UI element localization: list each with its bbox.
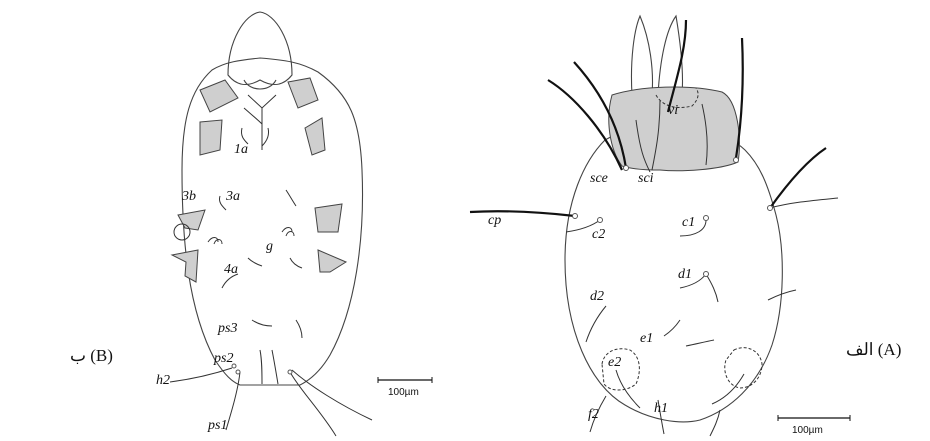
b-coxa-4-right xyxy=(318,250,346,272)
b-label-h2: h2 xyxy=(156,373,170,388)
a-label-e1: e1 xyxy=(640,331,653,346)
b-label-3a: 3a xyxy=(225,189,240,204)
a-label-d2: d2 xyxy=(590,289,604,304)
caption-left: ب (B) xyxy=(70,346,113,366)
a-label-sci: sci xyxy=(638,171,654,186)
a-prodorsal-shield xyxy=(609,87,740,171)
b-label-ps1: ps1 xyxy=(207,418,227,433)
b-label-ps3: ps3 xyxy=(217,321,237,336)
a-label-c1: c1 xyxy=(682,215,695,230)
b-coxa-1-right xyxy=(288,78,318,108)
a-label-cp: cp xyxy=(488,213,501,228)
a-label-e2: e2 xyxy=(608,355,621,370)
b-coxa-4-left xyxy=(172,250,198,282)
b-coxa-1-left xyxy=(200,80,238,112)
b-label-4a: 4a xyxy=(224,262,238,277)
figure-b-ventral: 1a 3b 3a g 4a ps3 ps2 h2 ps1 100µm xyxy=(156,12,432,436)
b-coxa-3-right xyxy=(315,204,342,232)
a-label-f2: f2 xyxy=(588,407,599,422)
a-label-d1: d1 xyxy=(678,267,692,282)
b-coxa-3-left xyxy=(178,210,205,230)
a-seta-cp xyxy=(470,211,575,216)
b-label-1a: 1a xyxy=(234,142,248,157)
a-plate-h xyxy=(725,348,762,388)
a-label-vi: vi xyxy=(668,103,678,118)
b-coxa-2-right xyxy=(305,118,325,155)
b-gnathosoma xyxy=(228,12,292,85)
b-scale-label: 100µm xyxy=(388,387,419,398)
b-label-3b: 3b xyxy=(181,189,196,204)
caption-right: الف (A) xyxy=(846,340,901,360)
a-label-sce: sce xyxy=(590,171,608,186)
b-label-ps2: ps2 xyxy=(213,351,233,366)
a-scale-label: 100µm xyxy=(792,425,823,436)
a-label-c2: c2 xyxy=(592,227,605,242)
b-label-g: g xyxy=(266,239,273,254)
b-coxa-2-left xyxy=(200,120,222,155)
figure-a-dorsal: vi sce sci cp c2 c1 d1 d2 e1 e2 h1 f2 10… xyxy=(470,16,850,436)
a-label-h1: h1 xyxy=(654,401,668,416)
